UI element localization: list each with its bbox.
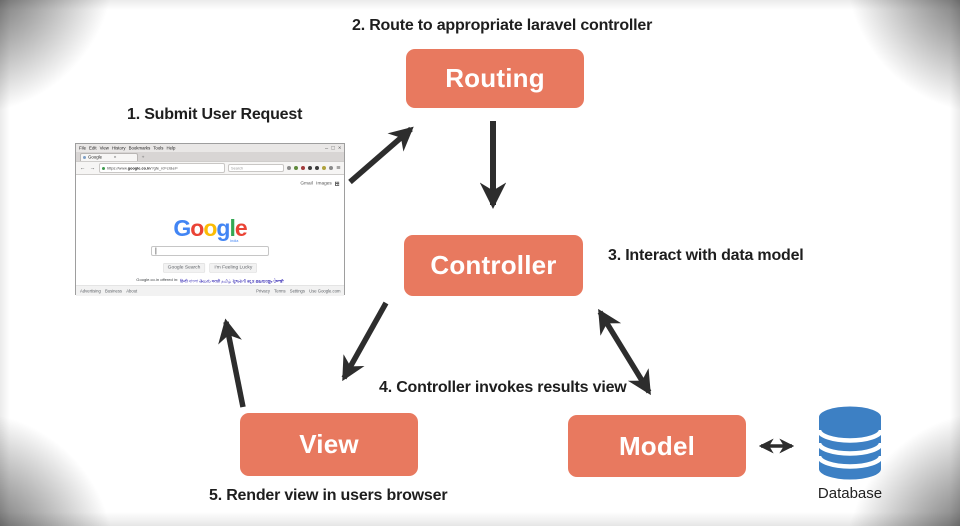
browser-window: File Edit View History Bookmarks Tools H… <box>75 143 345 296</box>
step-3-label: 3. Interact with data model <box>608 247 804 264</box>
footer-left-links: Advertising Business About <box>80 289 137 293</box>
new-tab-button[interactable]: + <box>141 155 145 160</box>
apps-grid-icon[interactable] <box>334 181 339 186</box>
window-controls: – □ × <box>325 145 341 151</box>
feeling-lucky-button[interactable]: I'm Feeling Lucky <box>209 263 258 274</box>
business-link[interactable]: Business <box>104 288 123 294</box>
browser-tab[interactable]: Google × <box>80 153 138 161</box>
images-link[interactable]: Images <box>315 181 332 186</box>
search-input[interactable]: Search <box>228 164 285 172</box>
google-buttons: Google Search I'm Feeling Lucky <box>116 263 304 274</box>
google-search-box[interactable]: | <box>151 246 269 256</box>
addon-icon[interactable] <box>322 166 327 170</box>
minimize-icon[interactable]: – <box>324 145 328 151</box>
settings-link[interactable]: Settings <box>289 288 305 294</box>
about-link[interactable]: About <box>126 288 138 294</box>
routing-node: Routing <box>406 49 584 108</box>
forward-icon[interactable]: → <box>89 165 96 171</box>
google-search-button[interactable]: Google Search <box>162 263 206 274</box>
google-logo-letter: o <box>190 215 204 241</box>
arrow-browser-to-routing <box>348 126 414 185</box>
back-icon[interactable]: ← <box>79 165 86 171</box>
step-1-label: 1. Submit User Request <box>127 106 303 123</box>
addon-icons[interactable] <box>287 166 334 170</box>
tab-title: Google <box>88 155 102 160</box>
languages-prefix: Google.co.in offered in: <box>136 278 179 283</box>
browser-content: Gmail Images Google India | Google Searc… <box>76 175 344 296</box>
google-logo-letter: o <box>203 215 217 241</box>
addon-icon[interactable] <box>329 166 334 170</box>
terms-link[interactable]: Terms <box>273 288 286 294</box>
use-google-com-link[interactable]: Use Google.com <box>308 288 340 294</box>
addon-icon[interactable] <box>308 166 313 170</box>
privacy-link[interactable]: Privacy <box>255 288 270 294</box>
gmail-link[interactable]: Gmail <box>300 181 313 186</box>
footer-right-links: Privacy Terms Settings Use Google.com <box>256 289 340 293</box>
database-icon <box>817 406 883 480</box>
close-icon[interactable]: × <box>337 145 341 151</box>
addon-icon[interactable] <box>315 166 320 170</box>
google-logo: Google <box>76 217 344 240</box>
model-node: Model <box>568 415 746 477</box>
maximize-icon[interactable]: □ <box>331 145 335 151</box>
google-footer: Advertising Business About Privacy Terms… <box>76 285 344 296</box>
arrow-view-to-browser <box>218 318 246 408</box>
tab-favicon-icon <box>83 156 86 159</box>
addon-icon[interactable] <box>287 166 292 170</box>
browser-menubar[interactable]: File Edit View History Bookmarks Tools H… <box>76 144 344 152</box>
language-links-row: Google.co.in offered in: हिन्दी বাংলা తె… <box>132 278 287 285</box>
addon-icon[interactable] <box>294 166 299 170</box>
google-logo-letter: g <box>216 215 230 241</box>
step-2-label: 2. Route to appropriate laravel controll… <box>352 17 653 34</box>
menu-hamburger-icon[interactable]: ≡ <box>336 163 341 172</box>
google-logo-letter: G <box>173 215 191 241</box>
step-5-label: 5. Render view in users browser <box>209 487 448 504</box>
languages-links[interactable]: हिन्दी বাংলা తెలుగు मराठी தமிழ் ગુજરાતી … <box>179 279 284 284</box>
google-logo-region: India <box>230 239 239 243</box>
url-bar[interactable]: https://www.google.co.in/?gfe_rd=cr&ei= … <box>99 163 226 173</box>
database-label: Database <box>817 485 883 502</box>
text-cursor: | <box>155 248 157 255</box>
url-text: https://www.google.co.in/?gfe_rd=cr&ei= <box>107 166 178 170</box>
google-top-links: Gmail Images <box>300 181 339 186</box>
addon-icon[interactable] <box>301 166 306 170</box>
browser-navbar: ← → https://www.google.co.in/?gfe_rd=cr&… <box>76 161 344 175</box>
search-placeholder: Search <box>231 166 244 170</box>
tab-close-icon[interactable]: × <box>113 155 117 160</box>
arrow-controller-to-view <box>341 301 389 382</box>
view-node: View <box>240 413 418 476</box>
google-logo-letter: e <box>234 215 248 241</box>
advertising-link[interactable]: Advertising <box>80 288 101 294</box>
menu-items[interactable]: File Edit View History Bookmarks Tools H… <box>79 145 176 151</box>
controller-node: Controller <box>404 235 583 296</box>
browser-tabbar: Google × + <box>76 152 344 161</box>
step-4-label: 4. Controller invokes results view <box>379 379 627 396</box>
secure-lock-icon <box>102 166 105 170</box>
